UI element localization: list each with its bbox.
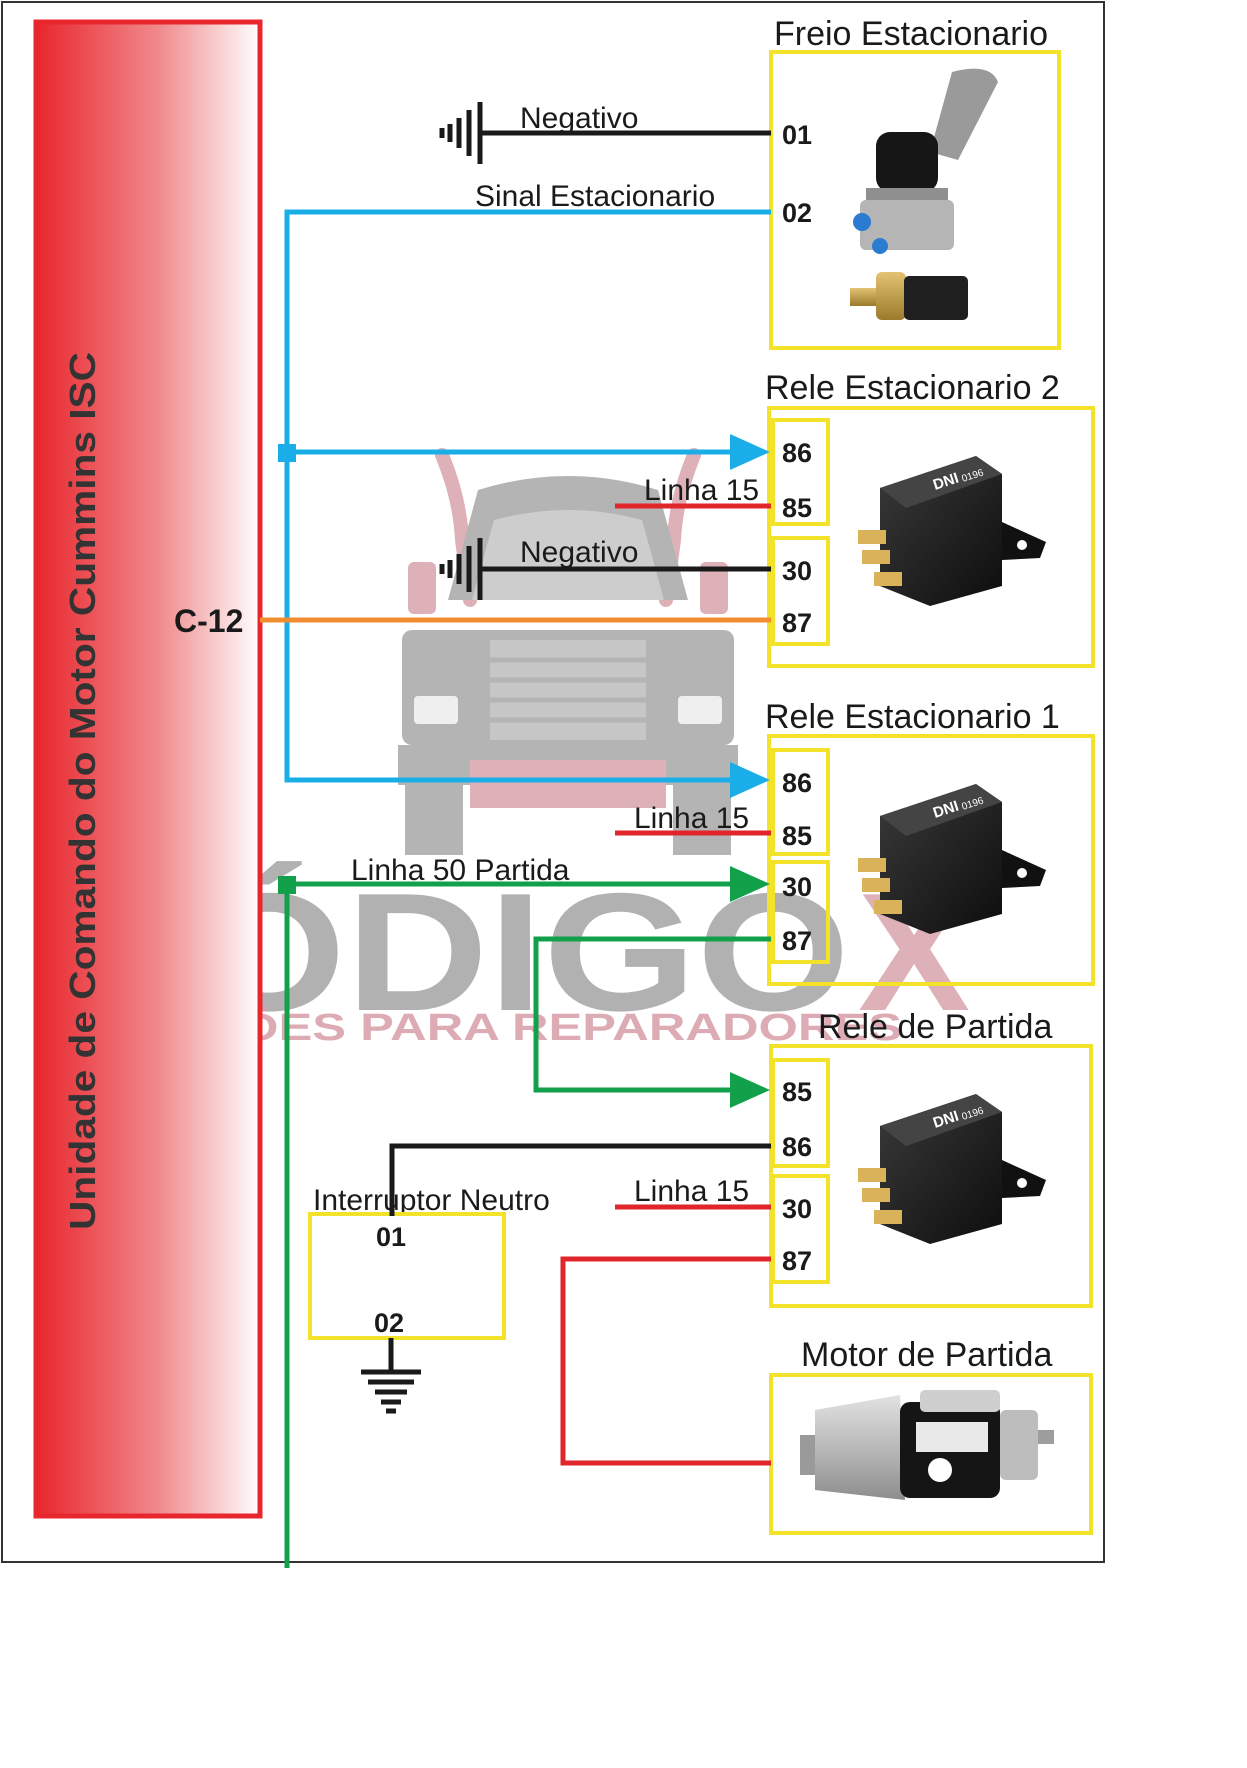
relay-image: DNI 0196 — [858, 784, 1046, 934]
wire-rele1-87-partida-85 — [533, 936, 771, 1093]
wire-label-negativo-2: Negativo — [520, 536, 638, 569]
ground-symbol — [361, 1369, 421, 1414]
rele1-pin-group-a — [771, 748, 830, 856]
rele-partida-pin-86: 86 — [782, 1132, 812, 1162]
wire-partida-87-motor — [560, 1256, 771, 1466]
rele-partida-title: Rele de Partida — [818, 1008, 1052, 1046]
arrow-partida-85 — [730, 1072, 770, 1108]
wire-label-sinal: Sinal Estacionario — [475, 180, 715, 213]
ground-symbol — [439, 538, 483, 600]
truck-watermark — [398, 448, 738, 855]
arrow-rele1-30 — [730, 866, 770, 902]
rele1-pin-86: 86 — [782, 768, 812, 798]
hand-brake-valve-image — [850, 68, 998, 320]
wire-label-negativo-1: Negativo — [520, 102, 638, 135]
junction-dot — [278, 876, 296, 894]
arrow-rele2-86 — [730, 434, 770, 470]
motor-box — [769, 1373, 1093, 1535]
wire-label-linha15-c: Linha 15 — [634, 1175, 749, 1208]
rele1-box — [767, 734, 1095, 986]
rele2-pin-30: 30 — [782, 556, 812, 586]
outer-frame — [1, 1, 1105, 1563]
ecu-pin-c12: C-12 — [174, 603, 243, 639]
relay-image: DNI 0196 — [858, 456, 1046, 606]
rele2-box — [767, 406, 1095, 668]
ecu-label: Unidade de Comando do Motor Cummins ISC — [62, 352, 103, 1230]
wire-label-linha15-b: Linha 15 — [634, 802, 749, 835]
rele2-title: Rele Estacionario 2 — [765, 369, 1060, 407]
rele1-title: Rele Estacionario 1 — [765, 698, 1060, 736]
rele2-pin-group-b — [771, 536, 830, 646]
freio-box — [769, 50, 1061, 350]
arrow-rele1-86 — [730, 762, 770, 798]
wire-partida-86-neutro — [389, 1143, 771, 1216]
rele1-pin-30: 30 — [782, 872, 812, 902]
rele1-pin-group-b — [771, 860, 830, 964]
neutro-pin-02: 02 — [374, 1308, 404, 1338]
wiring-diagram: CÓDIGO X SOLUÇÕES PARA REPARADORES Unida… — [1, 1, 1105, 1568]
rele2-pin-86: 86 — [782, 438, 812, 468]
starter-motor-image — [800, 1390, 1054, 1500]
wire-label-linha50: Linha 50 Partida — [351, 854, 570, 887]
rele-partida-pin-group-b — [771, 1174, 830, 1284]
relay-image: DNI 0196 — [858, 1094, 1046, 1244]
freio-pin-02: 02 — [782, 198, 812, 228]
freio-pin-01: 01 — [782, 120, 812, 150]
wire-label-linha15-a: Linha 15 — [644, 474, 759, 507]
rele-partida-pin-85: 85 — [782, 1077, 812, 1107]
neutro-box — [308, 1212, 506, 1340]
wire-sinal-estacionario — [284, 209, 771, 783]
ecu-unit — [33, 19, 263, 1519]
ground-symbol — [439, 102, 483, 164]
rele2-pin-group-a — [771, 418, 830, 526]
rele2-pin-87: 87 — [782, 608, 812, 638]
freio-title: Freio Estacionario — [774, 15, 1048, 53]
rele2-pin-85: 85 — [782, 493, 812, 523]
motor-title: Motor de Partida — [801, 1336, 1052, 1374]
rele1-pin-85: 85 — [782, 821, 812, 851]
neutro-title: Interruptor Neutro — [313, 1184, 550, 1217]
rele-partida-pin-group-a — [771, 1058, 830, 1168]
rele-partida-pin-87: 87 — [782, 1246, 812, 1276]
neutro-pin-01: 01 — [376, 1222, 406, 1252]
rele1-pin-87: 87 — [782, 926, 812, 956]
rele-partida-pin-30: 30 — [782, 1194, 812, 1224]
